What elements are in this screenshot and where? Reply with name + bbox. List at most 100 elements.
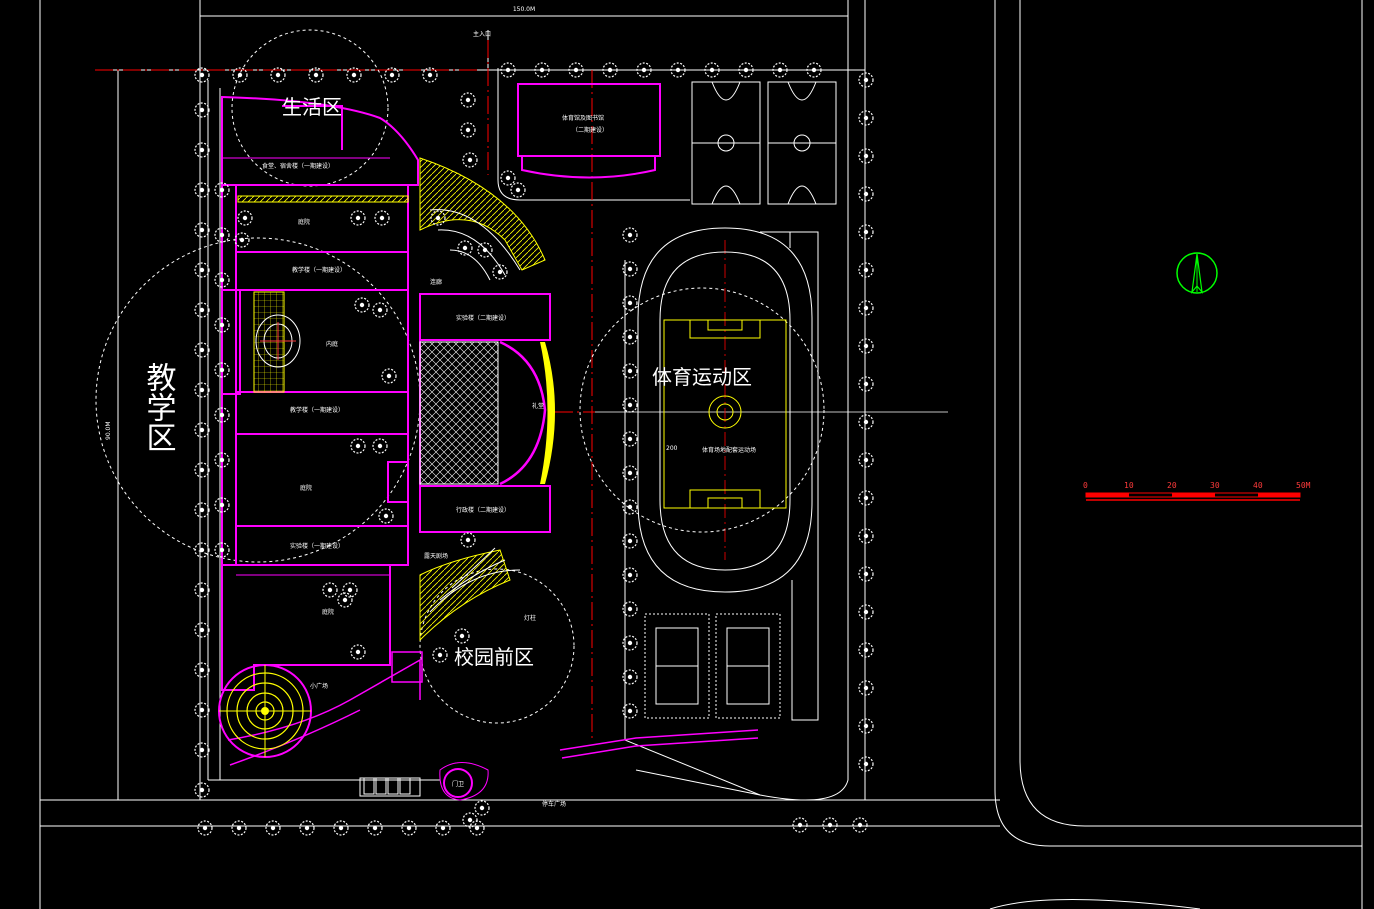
tree-icon — [454, 628, 470, 644]
tree-icon — [435, 820, 451, 836]
label-corridor: 连廊 — [430, 278, 442, 286]
tree-icon — [460, 532, 476, 548]
scale-tick-40: 40 — [1253, 481, 1263, 490]
tree-icon — [194, 222, 210, 238]
scale-tick-30: 30 — [1210, 481, 1220, 490]
north-arrow-icon — [1176, 252, 1218, 294]
tree-icon — [462, 152, 478, 168]
zone-teaching: 教学区 — [141, 362, 177, 452]
label-gate: 门卫 — [452, 780, 464, 788]
tree-icon — [858, 186, 874, 202]
tree-icon — [354, 297, 370, 313]
tree-icon — [231, 820, 247, 836]
parking-stalls — [359, 777, 421, 797]
label-open-stage: 露天剧场 — [424, 552, 448, 560]
tree-icon — [622, 227, 638, 243]
building-labels: 食堂、宿舍楼（一期建设） 体育馆及图书馆 （二期建设） 庭院 教学楼（一期建设）… — [262, 114, 756, 808]
tree-icon — [858, 642, 874, 658]
tree-icon — [194, 342, 210, 358]
tree-icon — [194, 662, 210, 678]
tree-icon — [792, 817, 808, 833]
tree-icon — [858, 72, 874, 88]
label-dorm: 食堂、宿舍楼（一期建设） — [262, 162, 334, 170]
tree-icon — [432, 647, 448, 663]
tree-icon — [460, 122, 476, 138]
scale-bar: 0 10 20 30 40 50M — [1083, 481, 1311, 501]
label-gym: 体育馆及图书馆 — [562, 114, 604, 122]
tree-icon — [858, 718, 874, 734]
label-admin: 行政楼（二期建设） — [456, 506, 510, 514]
tree-icon — [194, 742, 210, 758]
tree-icon — [858, 300, 874, 316]
tree-icon — [194, 542, 210, 558]
round-plaza — [218, 664, 312, 758]
tree-icon — [194, 262, 210, 278]
tree-icon — [852, 817, 868, 833]
label-lab: 实验楼（一期建设） — [290, 542, 344, 550]
tree-icon — [858, 566, 874, 582]
label-teaching-1: 教学楼（一期建设） — [292, 266, 346, 274]
tree-icon — [350, 210, 366, 226]
tree-icon — [194, 422, 210, 438]
tree-icon — [234, 232, 250, 248]
sports-facilities — [637, 81, 837, 721]
tree-icon — [858, 604, 874, 620]
label-radius: 200 — [666, 445, 678, 452]
tree-icon — [858, 680, 874, 696]
tree-icon — [194, 462, 210, 478]
label-courtyard-1: 庭院 — [298, 218, 310, 226]
tree-icon — [858, 756, 874, 772]
tree-icon — [374, 210, 390, 226]
svg-text:教学区: 教学区 — [141, 362, 177, 452]
zone-living: 生活区 — [282, 95, 342, 119]
tree-icon — [858, 148, 874, 164]
tree-icon — [337, 592, 353, 608]
label-parking: 停车广场 — [542, 800, 566, 808]
tree-icon — [299, 820, 315, 836]
tree-icon — [858, 376, 874, 392]
tree-icon — [469, 820, 485, 836]
tree-icon — [342, 582, 358, 598]
tree-icon — [822, 817, 838, 833]
label-courtyard-3: 庭院 — [322, 608, 334, 616]
scale-tick-10: 10 — [1124, 481, 1134, 490]
tree-icon — [858, 338, 874, 354]
inner-court-compass — [255, 314, 301, 368]
label-teaching-2: 教学楼（一期建设） — [290, 406, 344, 414]
zone-sports: 体育运动区 — [652, 365, 752, 389]
label-hall: 礼堂 — [532, 402, 544, 410]
tree-icon — [194, 302, 210, 318]
tree-icon — [194, 142, 210, 158]
scale-tick-20: 20 — [1167, 481, 1177, 490]
top-dimension-label: 150.0M — [513, 6, 535, 13]
tree-icon — [474, 800, 490, 816]
tree-icon — [477, 242, 493, 258]
label-plaza: 小广场 — [310, 682, 328, 690]
tree-icon — [237, 210, 253, 226]
tree-icon — [401, 820, 417, 836]
paving — [237, 157, 555, 642]
tree-icon — [378, 508, 394, 524]
tree-icon — [194, 502, 210, 518]
tree-icon — [194, 782, 210, 798]
tree-icon — [858, 490, 874, 506]
label-garden: 内庭 — [326, 340, 338, 348]
tree-icon — [194, 102, 210, 118]
tree-icon — [381, 368, 397, 384]
label-sports-field: 体育场地配套运动场 — [702, 446, 756, 454]
label-library: 实验楼（二期建设） — [456, 314, 510, 322]
left-dimension-label: 90.0M — [105, 421, 112, 440]
scale-tick-50m: 50M — [1296, 481, 1311, 490]
tree-icon — [858, 110, 874, 126]
label-lamp: 灯柱 — [524, 614, 536, 622]
tree-icon — [350, 438, 366, 454]
buildings — [221, 83, 759, 801]
label-gym-phase: （二期建设） — [572, 126, 608, 134]
tree-icon — [194, 582, 210, 598]
tree-icon — [858, 414, 874, 430]
tree-icon — [372, 302, 388, 318]
tree-icon — [858, 224, 874, 240]
tree-icon — [194, 182, 210, 198]
label-courtyard-2: 庭院 — [300, 484, 312, 492]
